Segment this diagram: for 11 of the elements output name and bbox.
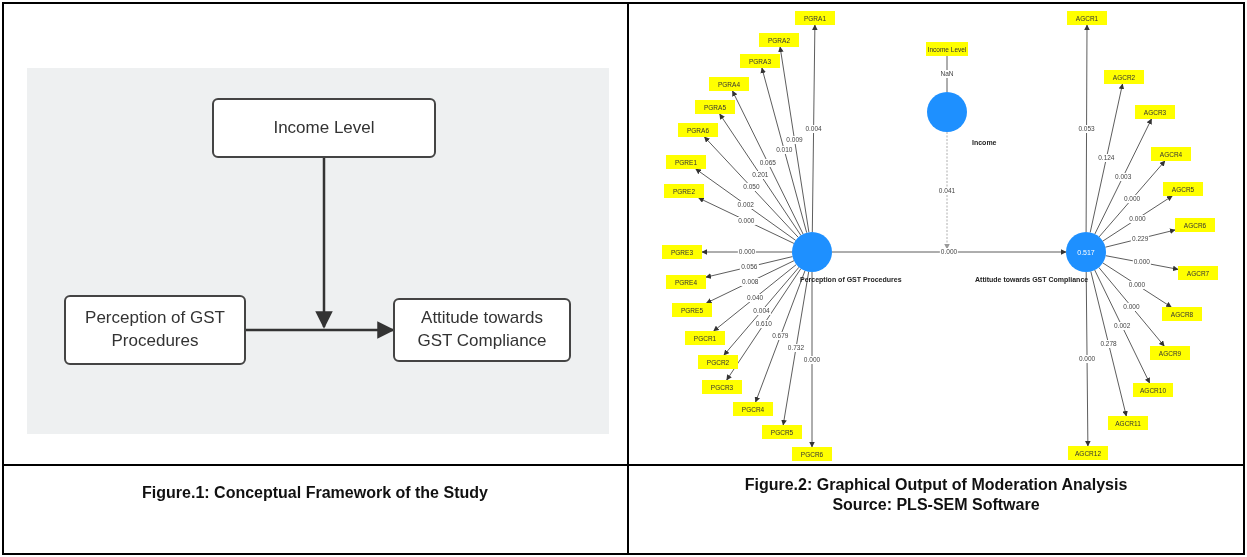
figure-caption: Figure.2: Graphical Output of Moderation Analysis [744,476,1128,494]
figure-caption: Figure.1: Conceptual Framework of the Study [142,484,488,502]
arrow [246,321,395,339]
arrow [315,158,333,329]
connector-line [946,55,948,93]
process-box: Income Level [212,98,436,158]
figure-caption: Source: PLS-SEM Software [832,496,1040,514]
process-box: Attitude towards GST Compliance [393,298,571,362]
process-box: Perception of GST Procedures [64,295,246,365]
construct-circle [792,232,832,272]
construct-circle [927,92,967,132]
